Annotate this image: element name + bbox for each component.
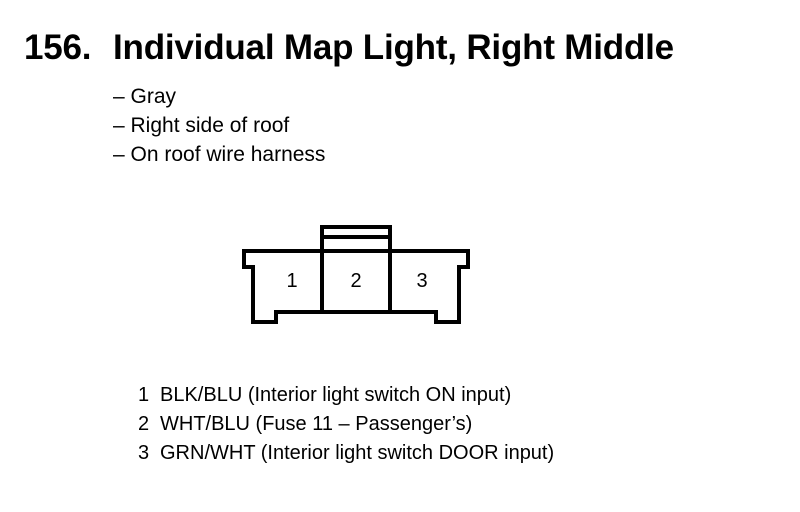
title-number: 156. <box>24 28 92 67</box>
connector-details: – Gray – Right side of roof – On roof wi… <box>113 82 325 169</box>
wire-pin: 2 <box>138 413 150 435</box>
detail-location: – Right side of roof <box>113 114 290 137</box>
wire-pin: 1 <box>138 384 150 406</box>
title-text: Individual Map Light, Right Middle <box>113 28 674 67</box>
wire-item: 2 WHT/BLU (Fuse 11 – Passenger’s) <box>138 410 554 439</box>
wire-item: 3 GRN/WHT (Interior light switch DOOR inp… <box>138 439 554 468</box>
wire-description: WHT/BLU (Fuse 11 – Passenger’s) <box>160 413 473 435</box>
detail-harness: – On roof wire harness <box>113 143 326 166</box>
wire-description: GRN/WHT (Interior light switch DOOR inpu… <box>160 442 555 464</box>
wire-description: BLK/BLU (Interior light switch ON input) <box>160 384 512 406</box>
wire-item: 1 BLK/BLU (Interior light switch ON input… <box>138 381 554 410</box>
wire-list: 1 BLK/BLU (Interior light switch ON input… <box>138 381 554 468</box>
pin-label-3: 3 <box>416 270 427 292</box>
detail-color: – Gray <box>113 85 177 108</box>
page-title: 156. Individual Map Light, Right Middle <box>24 28 674 68</box>
connector-diagram: 1 2 3 <box>242 225 470 324</box>
wire-pin: 3 <box>138 442 150 464</box>
pin-label-1: 1 <box>286 270 297 292</box>
pin-label-2: 2 <box>350 270 361 292</box>
connector-body <box>242 249 470 324</box>
